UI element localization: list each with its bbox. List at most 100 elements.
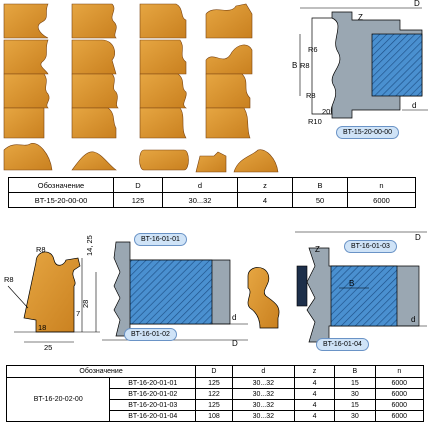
table2-cell: 108 [195, 410, 233, 422]
table2-cell: 30 [334, 410, 376, 422]
profile-16 [205, 107, 251, 139]
table1-cell: 50 [292, 192, 348, 208]
profile-12 [205, 73, 251, 109]
profile-1 [3, 3, 49, 39]
label-z-right: Z [315, 245, 320, 254]
table2-cell: 30...32 [231, 410, 295, 422]
table2-cell: 30...32 [231, 399, 295, 411]
label-d-right: D [415, 233, 421, 242]
table2-cell: BT-16-20-01-03 [109, 399, 197, 411]
table2-cell: 4 [293, 399, 336, 411]
table1-header-cell: d [162, 177, 238, 193]
table2-header-cell: Обозначение [5, 365, 197, 378]
table2-cell: BT-16-20-01-02 [109, 388, 197, 400]
table2-cell: 4 [293, 377, 336, 389]
table2-cell: 4 [293, 410, 336, 422]
table2-header-cell: d [231, 365, 295, 378]
profile-19 [139, 149, 189, 171]
spec-table-2: Обозначение D d z B n BT-16-20-02-00 BT-… [5, 365, 425, 422]
table2-header-cell: z [293, 365, 336, 378]
table1-row: BT-15-20-00-00 125 30...32 4 50 6000 [8, 192, 416, 208]
label-7: 7 [76, 309, 80, 318]
table1-cell: 30...32 [162, 192, 238, 208]
table2-row: BT-16-20-01-03 125 30...32 4 15 6000 [7, 399, 425, 411]
table2-header-cell: n [374, 365, 425, 378]
table2-row: BT-16-20-01-02 122 30...32 4 30 6000 [7, 388, 425, 400]
table2-header-row: Обозначение D d z B n [5, 365, 425, 378]
table1-cell: BT-15-20-00-00 [8, 192, 114, 208]
profile-11 [139, 73, 187, 109]
table2-cell: 30...32 [231, 388, 295, 400]
table2-cell: 125 [195, 377, 233, 389]
table1-header-cell: z [237, 177, 293, 193]
tag-bt-15-20-00-00: BT-15-20-00-00 [336, 126, 400, 139]
label-r6: R6 [308, 45, 318, 54]
label-b-top: B [292, 61, 297, 70]
table2-cell: BT-16-20-01-04 [109, 410, 197, 422]
profile-21 [233, 149, 279, 173]
table2-cell: BT-16-20-01-01 [109, 377, 197, 389]
profile-7 [139, 39, 187, 75]
table1-cell: 6000 [347, 192, 416, 208]
label-r8-top-b: R8 [306, 91, 316, 100]
label-14-25: 14, 25 [85, 235, 94, 256]
label-d-small-top: d [412, 101, 416, 110]
label-18: 18 [38, 323, 46, 332]
cutter-drawing-top: D B Z R6 R8 R8 20 R10 d [292, 0, 428, 126]
profile-2 [71, 3, 117, 39]
table2-group-cell: BT-16-20-02-00 [5, 377, 111, 422]
profile-6 [71, 39, 117, 75]
table1-header-cell: Обозначение [8, 177, 114, 193]
label-r10: R10 [308, 117, 322, 126]
table2-cell: 122 [195, 388, 233, 400]
table1-cell: 4 [237, 192, 293, 208]
table2-cell: 6000 [374, 377, 425, 389]
table2-header-cell: B [334, 365, 376, 378]
table2-header-cell: D [195, 365, 233, 378]
profile-10 [71, 73, 119, 109]
label-z-top: Z [358, 13, 363, 22]
profile-8 [205, 44, 253, 75]
profile-17 [3, 143, 53, 171]
spec-table-1: Обозначение D d z B n BT-15-20-00-00 125… [8, 177, 416, 208]
label-r8-left-a: R8 [36, 245, 46, 254]
label-25: 25 [44, 343, 52, 352]
table1-header-cell: D [113, 177, 163, 193]
profile-drawing-mid [247, 267, 280, 329]
profile-13 [3, 107, 45, 139]
table2-cell: 4 [293, 388, 336, 400]
label-28: 28 [81, 300, 90, 308]
table2-cell: 6000 [374, 399, 425, 411]
table2-row: BT-16-20-02-00 BT-16-20-01-01 125 30...3… [5, 377, 425, 422]
table2-cell: 30 [334, 388, 376, 400]
label-d-small-mid: d [232, 313, 236, 322]
profile-drawing-left: R8 R8 14, 25 7 28 18 25 [4, 235, 100, 352]
profile-9 [3, 73, 50, 109]
table2-row: BT-16-20-01-04 108 30...32 4 30 6000 [7, 410, 425, 422]
table2-cell: 6000 [374, 388, 425, 400]
tag-bt-16-01-04: BT-16-01-04 [316, 338, 369, 351]
profile-20 [195, 151, 227, 173]
table1-header-cell: B [292, 177, 348, 193]
label-20: 20 [322, 107, 330, 116]
table2-cell: 30...32 [231, 377, 295, 389]
table2-cell: 15 [334, 399, 376, 411]
cutter-drawing-mid: d D [102, 241, 248, 348]
tag-bt-16-01-03: BT-16-01-03 [344, 240, 397, 253]
profile-18 [71, 151, 117, 171]
table2-cell: 15 [334, 377, 376, 389]
table1-header-cell: n [347, 177, 416, 193]
table1-cell: 125 [113, 192, 163, 208]
profile-15 [139, 107, 187, 139]
label-b-right: B [349, 279, 354, 288]
profile-14 [71, 107, 117, 139]
table2-cell: 6000 [374, 410, 425, 422]
table1-header-row: Обозначение D d z B n [8, 177, 416, 193]
tag-bt-16-01-02: BT-16-01-02 [124, 328, 177, 341]
profile-3 [139, 3, 187, 39]
label-r8-left-b: R8 [4, 275, 14, 284]
tag-bt-16-01-01: BT-16-01-01 [134, 233, 187, 246]
label-d-small-right: d [411, 315, 415, 324]
profile-5 [3, 39, 49, 75]
label-d-top: D [414, 0, 420, 8]
